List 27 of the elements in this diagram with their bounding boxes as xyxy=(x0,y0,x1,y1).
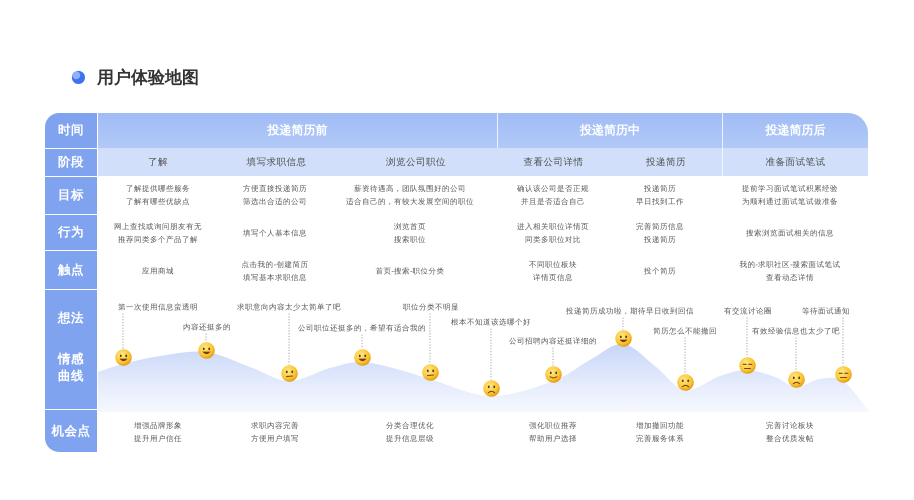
title: 用户体验地图 xyxy=(97,67,199,89)
stage-header: 准备面试笔试 xyxy=(722,148,868,176)
leader-line xyxy=(746,317,748,357)
leader-line xyxy=(122,313,124,349)
leader-line xyxy=(552,347,554,366)
row-header xyxy=(45,290,97,409)
row-header: 机会点 xyxy=(45,410,97,452)
row-header: 时间 xyxy=(45,113,97,148)
stage-header: 投递简历 xyxy=(610,148,722,176)
row-header: 触点 xyxy=(45,251,97,289)
stage-header: 了解 xyxy=(98,148,218,176)
row-label: 情感曲线 xyxy=(56,351,85,385)
row-header: 目标 xyxy=(45,177,97,214)
leader-line xyxy=(622,317,624,330)
leader-line xyxy=(684,337,686,374)
row-label: 想法 xyxy=(56,310,85,327)
leader-line xyxy=(490,328,492,380)
stage-header: 填写求职信息 xyxy=(218,148,335,176)
phase-header: 投递简历中 xyxy=(497,113,722,148)
stage-header: 浏览公司职位 xyxy=(335,148,497,176)
stage-header: 查看公司详情 xyxy=(497,148,610,176)
phase-header: 投递简历前 xyxy=(98,113,497,148)
row-header: 行为 xyxy=(45,215,97,250)
leader-line xyxy=(842,317,844,366)
row-header: 阶段 xyxy=(45,149,97,176)
leader-line xyxy=(288,313,290,365)
phase-header: 投递简历后 xyxy=(722,113,868,148)
